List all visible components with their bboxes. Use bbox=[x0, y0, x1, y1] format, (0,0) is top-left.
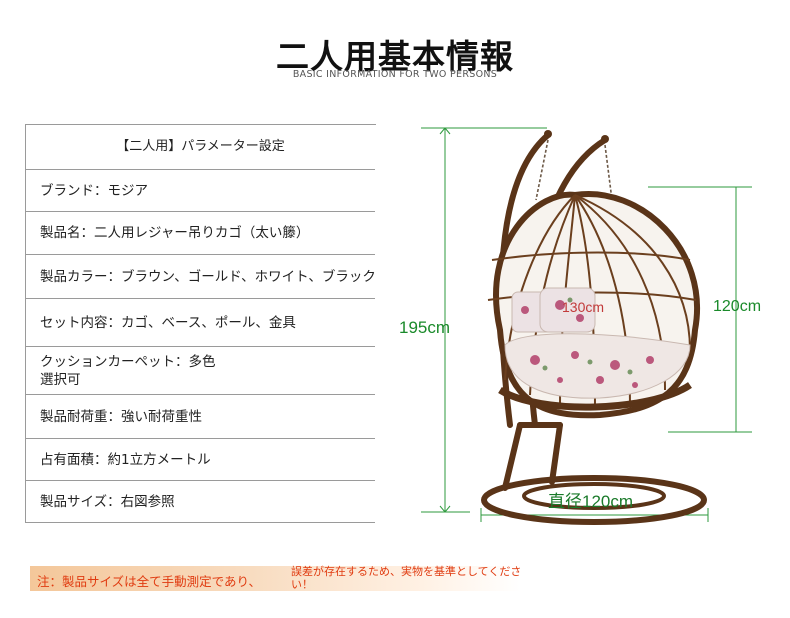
base-diameter-label: 直径120cm bbox=[548, 492, 634, 511]
width-dimension-label: 130cm bbox=[562, 299, 605, 315]
hook-cap-right bbox=[601, 135, 609, 143]
spec-row-size: 製品サイズ：右図参照 bbox=[26, 481, 375, 523]
stand-legs bbox=[502, 422, 563, 491]
spec-table: 【二人用】パラメーター設定 ブランド：モジア 製品名：二人用レジャー吊りカゴ（太… bbox=[25, 124, 376, 523]
spec-row-cushion: クッションカーペット：多色 選択可 bbox=[26, 347, 375, 395]
spec-row-label: クッションカーペット：多色 選択可 bbox=[40, 353, 216, 388]
stand-base bbox=[481, 475, 707, 525]
hanging-chair-illustration bbox=[421, 127, 752, 525]
hook-cap-left bbox=[544, 130, 552, 138]
spec-row-label: 占有面積：約1立方メートル bbox=[40, 451, 211, 468]
spec-row-area: 占有面積：約1立方メートル bbox=[26, 439, 375, 481]
spec-row-label: 製品耐荷重：強い耐荷重性 bbox=[40, 408, 202, 425]
spec-header-label: 【二人用】パラメーター設定 bbox=[116, 139, 285, 154]
spec-row-color: 製品カラー：ブラウン、ゴールド、ホワイト、ブラック bbox=[26, 255, 376, 299]
spec-row-label: セット内容：カゴ、ベース、ポール、金具 bbox=[40, 314, 296, 331]
spec-row-label: 製品名：二人用レジャー吊りカゴ（太い籐） bbox=[40, 225, 310, 241]
height-dimension-label: 195cm bbox=[399, 318, 451, 337]
page-subtitle: BASIC INFORMATION FOR TWO PERSONS bbox=[292, 69, 498, 80]
egg-basket bbox=[487, 190, 700, 419]
spec-row-product-name: 製品名：二人用レジャー吊りカゴ（太い籐） bbox=[26, 212, 375, 255]
basket-height-dimension-label: 120cm bbox=[713, 298, 762, 315]
note-banner bbox=[30, 566, 520, 591]
spec-row-label: ブランド：モジア bbox=[40, 182, 148, 199]
note-line-1: 注：製品サイズは全て手動測定であり、 bbox=[37, 574, 262, 589]
spec-row-label: 製品カラー：ブラウン、ゴールド、ホワイト、ブラック bbox=[40, 268, 376, 285]
page-title: 二人用基本情報 bbox=[276, 37, 514, 76]
spec-row-set-contents: セット内容：カゴ、ベース、ポール、金具 bbox=[26, 299, 375, 347]
spec-row-label: 製品サイズ：右図参照 bbox=[40, 493, 175, 510]
spec-row-load: 製品耐荷重：強い耐荷重性 bbox=[26, 395, 375, 439]
note-line-2: 誤差が存在するため、実物を基準としてください！ bbox=[291, 565, 522, 591]
cushion-flowers bbox=[521, 300, 654, 388]
chains bbox=[535, 139, 613, 201]
spec-table-header: 【二人用】パラメーター設定 bbox=[26, 125, 375, 170]
spec-row-brand: ブランド：モジア bbox=[26, 170, 375, 212]
